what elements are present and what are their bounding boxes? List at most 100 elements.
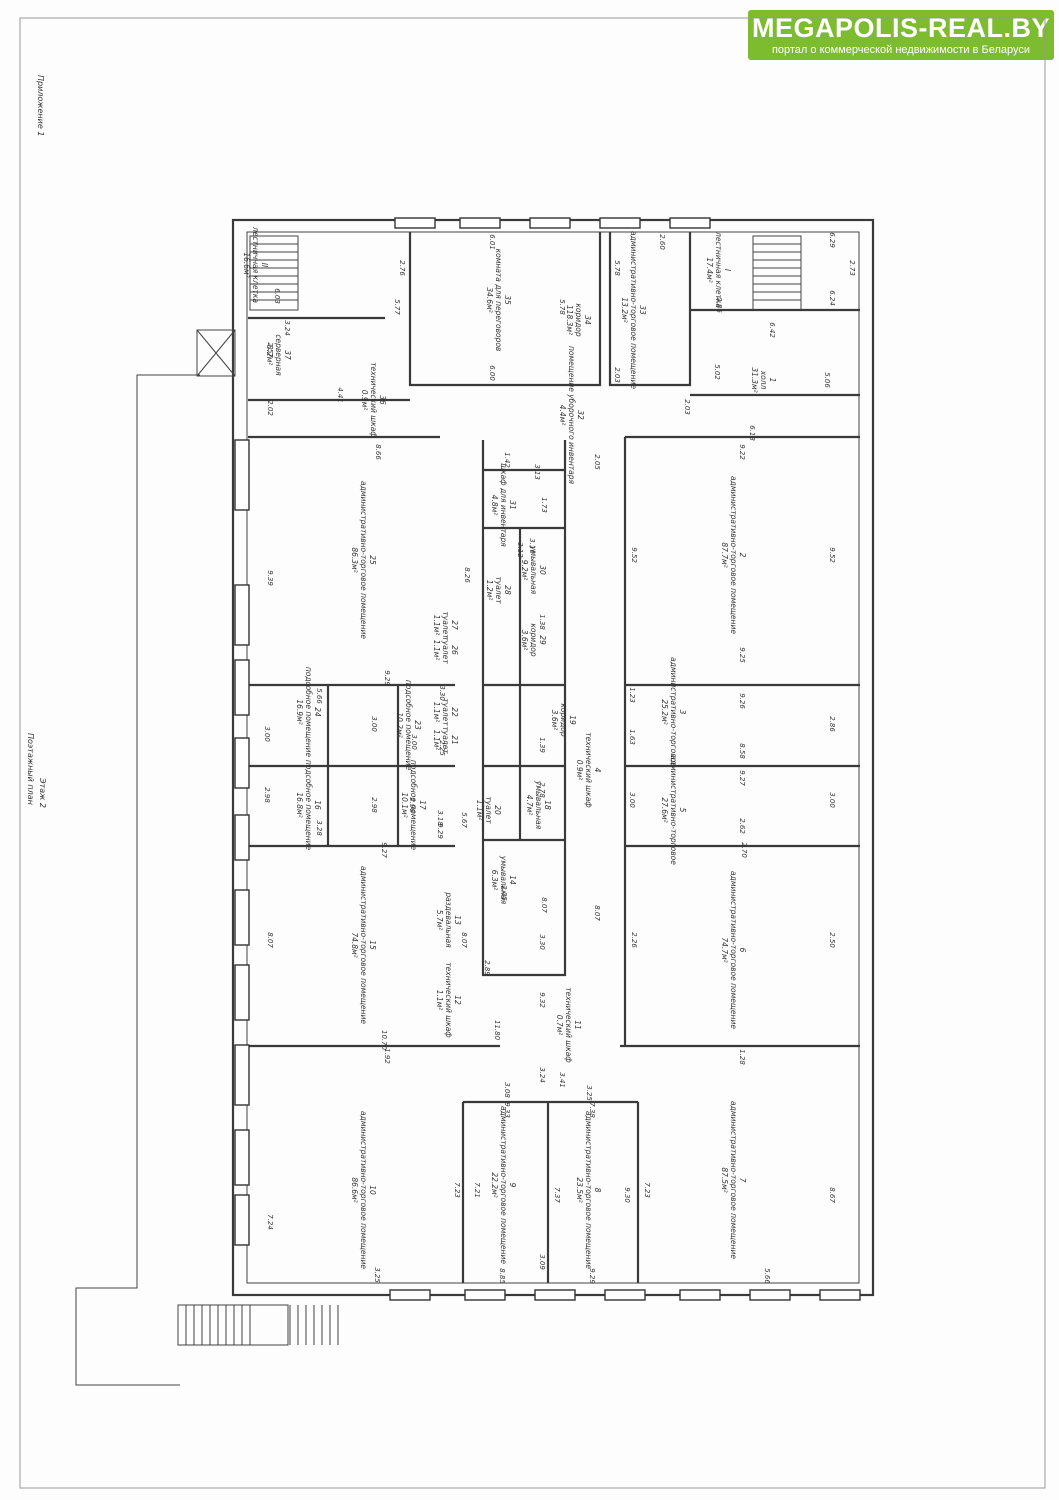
- dimension-label: 3.00: [410, 734, 418, 750]
- entrance-stairs: [177, 1304, 339, 1346]
- dimension-label: 1.42: [503, 452, 511, 468]
- dimension-label: 2.89: [483, 960, 491, 976]
- dimension-label: 6.18: [748, 425, 756, 441]
- room-label: 34коридор118.3м²: [565, 303, 592, 337]
- dimension-label: 2.62: [738, 818, 746, 834]
- dimension-label: 2.78: [538, 782, 546, 798]
- dimension-label: 9.29: [436, 823, 444, 839]
- room-label: 28туалет1.2м²: [485, 576, 512, 604]
- dimension-label: 11.80: [493, 1020, 501, 1041]
- dimension-label: 3.30: [438, 685, 446, 701]
- floor-label: Этаж 2: [38, 777, 47, 808]
- dimension-label: 9.26: [738, 693, 746, 709]
- dimension-label: 2.03: [613, 367, 621, 383]
- top-windows: [394, 217, 711, 229]
- dimension-label: 6.29: [828, 232, 836, 248]
- dimension-label: 1.92: [383, 1048, 391, 1064]
- dimension-label: 1.63: [628, 729, 636, 745]
- dimension-label: 2.70: [740, 842, 748, 858]
- room-label: 14умывальная6.3м²: [490, 855, 517, 905]
- room-label: 5административно-торговое27.6м²: [660, 755, 687, 865]
- dimension-label: 7.23: [643, 1182, 651, 1198]
- room-label: 13раздевальная5.7м²: [435, 891, 462, 948]
- dimension-label: 1.28: [738, 1049, 746, 1065]
- dimension-label: 9.25: [738, 647, 746, 663]
- room-label: 7административно-торговое помещение87.5м…: [720, 1101, 747, 1259]
- dimension-label: 5.77: [393, 299, 401, 315]
- room-label: 9административно-торговое помещение22.2м…: [490, 1106, 517, 1264]
- dimension-label: 2.05: [500, 885, 508, 901]
- room-label: 17подсобное помещение10.1м²: [400, 760, 427, 851]
- dimension-label: 8.07: [540, 897, 548, 913]
- dimension-label: 2.25: [438, 740, 446, 756]
- left-windows: [234, 439, 250, 1246]
- dimension-label: 2.02: [266, 400, 274, 416]
- dimension-label: 5.02: [713, 364, 721, 380]
- dimension-label: 2.57: [266, 342, 274, 358]
- room-label: 6административно-торговое помещение74.7м…: [720, 871, 747, 1029]
- dimension-label: 7.21: [473, 1182, 481, 1198]
- room-label: 27туалет1.1м²: [432, 611, 459, 639]
- dimension-label: 2.86: [715, 297, 723, 313]
- dimension-label: 2.86: [828, 716, 836, 732]
- dimension-label: 9.27: [380, 842, 388, 858]
- dimension-label: 6.24: [828, 290, 836, 306]
- dimension-label: 9.52: [630, 547, 638, 563]
- room-label: 30умывальная9.2м²: [520, 545, 547, 595]
- sheet-border: [19, 17, 1046, 1489]
- dimension-label: 8.66: [374, 444, 382, 460]
- room-label: 18умывальная4.7м²: [525, 780, 552, 830]
- banner-subtitle: портал о коммерческой недвижимости в Бел…: [771, 44, 1031, 56]
- dimension-label: 9.27: [738, 770, 746, 786]
- dimension-label: 2.98: [370, 797, 378, 813]
- dimension-label: 3.00: [263, 726, 271, 742]
- dimension-label: 8.58: [738, 743, 746, 759]
- room-label: 24подсобное помещение16.9м²: [295, 667, 322, 758]
- dimension-label: 5.66: [763, 1268, 771, 1284]
- dimension-label: 6.00: [488, 365, 496, 381]
- room-label: 1холл31.3м²: [750, 367, 777, 392]
- staircase-i: [752, 235, 802, 311]
- dimension-label: 9.52: [828, 547, 836, 563]
- dimension-label: 10.70: [380, 1030, 388, 1051]
- dimension-label: 9.32: [538, 992, 546, 1008]
- dimension-label: 2.05: [593, 454, 601, 470]
- room-label: 35комната для переговоров34.6м²: [485, 249, 512, 352]
- dimension-label: 3.25: [373, 1267, 381, 1283]
- dimension-label: 8.85: [498, 1268, 506, 1284]
- dimension-label: 5.06: [823, 372, 831, 388]
- room-label: 22туалет1.1м²: [432, 698, 459, 726]
- dimension-label: 5.78: [613, 260, 621, 276]
- room-label: 36технический шкаф0.9м²: [360, 362, 387, 438]
- dimension-label: 3.08: [503, 1082, 511, 1098]
- dimension-label: 7.23: [453, 1182, 461, 1198]
- room-label: 10административно-торговое помещение86.6…: [350, 1111, 377, 1269]
- dimension-label: 7.24: [266, 1214, 274, 1230]
- dimension-label: 8.07: [593, 905, 601, 921]
- dimension-label: 6.42: [768, 322, 776, 338]
- dimension-label: 2.26: [630, 932, 638, 948]
- dimension-label: 8.07: [266, 932, 274, 948]
- room-label: 32помещение уборочного инвентаря4.4м²: [558, 346, 585, 484]
- dimension-label: 3.16: [528, 538, 536, 554]
- dimension-label: 1.38: [538, 614, 546, 630]
- room-label: 33административно-торговое помещение13.2…: [620, 231, 647, 389]
- elevator-cross: [196, 329, 236, 377]
- dimension-label: 3.00: [628, 792, 636, 808]
- dimension-label: 9.22: [738, 444, 746, 460]
- dimension-label: 9.29: [383, 670, 391, 686]
- room-label: 29коридор3.6м²: [520, 623, 547, 657]
- dimension-label: 3.24: [538, 1067, 546, 1083]
- dimension-label: 9.39: [266, 570, 274, 586]
- dimension-label: 9.30: [623, 1187, 631, 1203]
- dimension-label: 2.60: [658, 234, 666, 250]
- room-label: 12технический шкаф1.1м²: [435, 962, 462, 1038]
- dimension-label: 3.00: [828, 792, 836, 808]
- dimension-label: 3.30: [538, 934, 546, 950]
- interior-walls: [248, 232, 860, 1283]
- dimension-label: 1.73: [540, 497, 548, 513]
- room-label: 20туалет1.1м²: [475, 796, 502, 824]
- dimension-label: 3.28: [315, 820, 323, 836]
